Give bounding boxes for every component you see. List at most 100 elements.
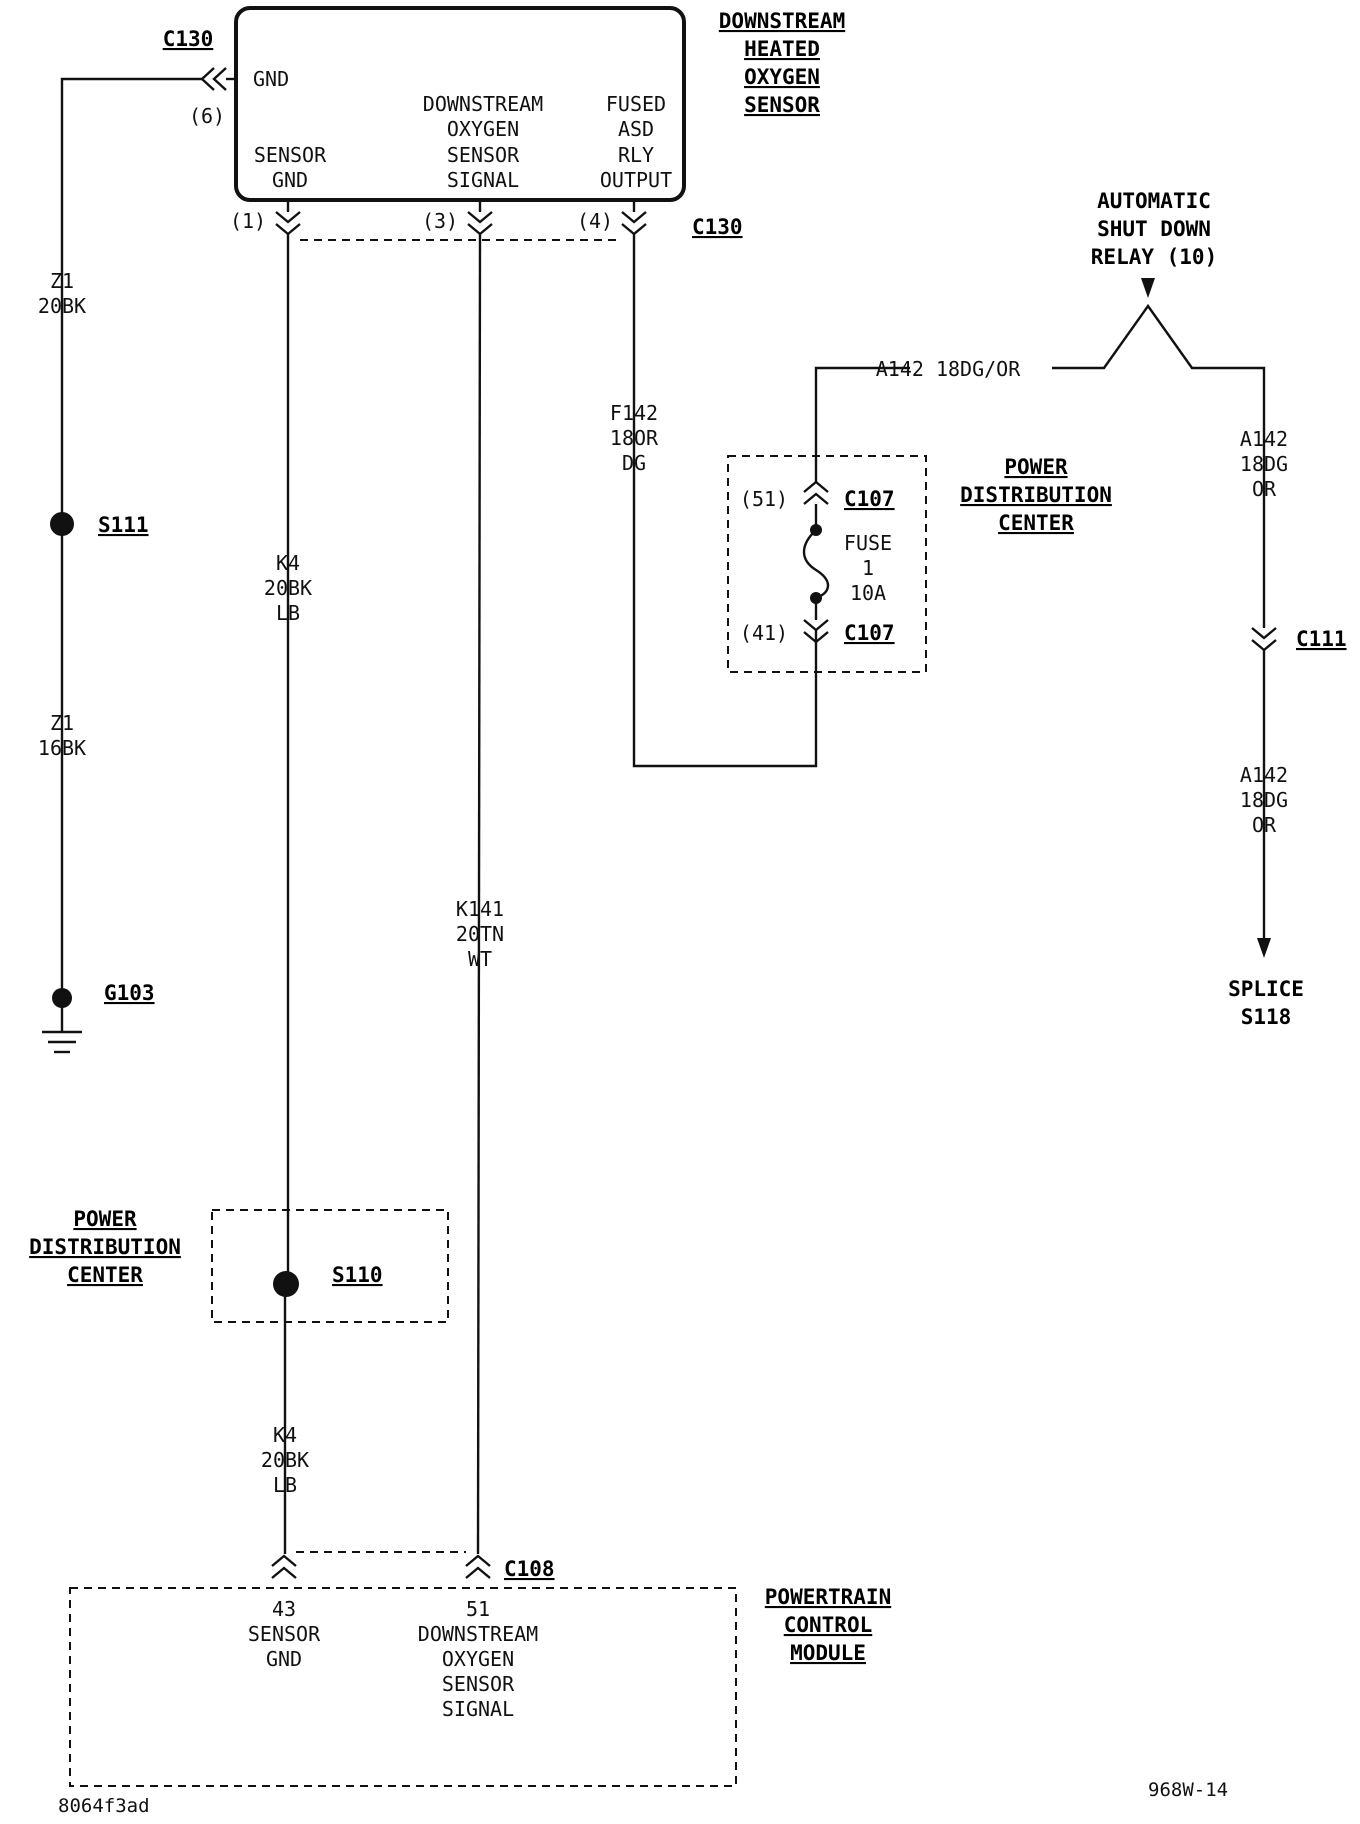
svg-text:FUSE: FUSE — [844, 531, 892, 555]
pdc-top-title: POWER DISTRIBUTION CENTER — [960, 455, 1112, 535]
c107-top-label: C107 — [844, 487, 895, 511]
f142-label: F142 18OR DG — [610, 401, 659, 475]
pcm-title: POWERTRAIN CONTROL MODULE — [765, 1585, 891, 1665]
relay-arrow — [1141, 278, 1155, 298]
svg-text:18DG: 18DG — [1240, 452, 1288, 476]
svg-text:A142: A142 — [1240, 427, 1288, 451]
svg-text:1: 1 — [862, 556, 874, 580]
fuse-element — [802, 529, 830, 600]
c130-pin4-connector — [621, 200, 647, 236]
pin41-label: (41) — [740, 621, 788, 645]
c111-connector — [1251, 627, 1277, 652]
s110-label: S110 — [332, 1263, 383, 1287]
k4-bottom-label: K4 20BK LB — [261, 1423, 309, 1497]
a142-top-label: A142 18DG/OR — [876, 357, 1021, 381]
svg-text:CENTER: CENTER — [67, 1263, 143, 1287]
c107-bottom-label: C107 — [844, 621, 895, 645]
svg-text:CENTER: CENTER — [998, 511, 1074, 535]
svg-text:POWER: POWER — [73, 1207, 137, 1231]
sensor-pin-labels: GND SENSOR GND DOWNSTREAM OXYGEN SENSOR … — [253, 67, 672, 192]
pdc-bottom-title: POWER DISTRIBUTION CENTER — [29, 1207, 181, 1287]
c107-pin51-connector — [803, 480, 829, 528]
splice-s118-label: SPLICE S118 — [1228, 977, 1304, 1029]
c108-label: C108 — [504, 1557, 555, 1581]
sensor-box — [234, 6, 686, 202]
pin6-label: (6) — [189, 104, 225, 128]
sensor-fused-label-4: OUTPUT — [600, 168, 672, 192]
svg-text:Z1: Z1 — [50, 269, 74, 293]
c108-pin51-connector — [465, 1554, 491, 1579]
svg-text:LB: LB — [276, 601, 300, 625]
sensor-fused-label-1: FUSED — [606, 92, 666, 116]
c107-pin41-connector — [803, 598, 829, 644]
svg-text:CONTROL: CONTROL — [784, 1613, 873, 1637]
sensor-gnd-pin-label: GND — [253, 67, 289, 91]
asd-relay-title: AUTOMATIC SHUT DOWN RELAY (10) — [1091, 189, 1217, 269]
c130-pin6-connector — [200, 67, 236, 91]
c130-right-label: C130 — [692, 215, 743, 239]
svg-text:DG: DG — [622, 451, 646, 475]
svg-text:18DG: 18DG — [1240, 788, 1288, 812]
ground-icon — [42, 1008, 82, 1054]
svg-text:K4: K4 — [273, 1423, 297, 1447]
svg-text:POWER: POWER — [1004, 455, 1068, 479]
svg-text:10A: 10A — [850, 581, 886, 605]
svg-text:43: 43 — [272, 1597, 296, 1621]
svg-text:20BK: 20BK — [38, 294, 86, 318]
svg-text:18OR: 18OR — [610, 426, 659, 450]
pin3-label: (3) — [422, 209, 458, 233]
svg-text:20BK: 20BK — [261, 1448, 309, 1472]
svg-text:51: 51 — [466, 1597, 490, 1621]
pdc-bottom-box — [211, 1209, 449, 1323]
z1-bottom-label: Z1 16BK — [38, 711, 86, 760]
sensor-title-1: DOWNSTREAM — [719, 9, 845, 33]
g103-dot — [52, 988, 72, 1008]
k4-top-label: K4 20BK LB — [264, 551, 312, 625]
sensor-title-2: HEATED — [744, 37, 820, 61]
svg-text:POWERTRAIN: POWERTRAIN — [765, 1585, 891, 1609]
svg-text:OR: OR — [1252, 813, 1277, 837]
svg-text:20TN: 20TN — [456, 922, 504, 946]
f142-wire — [632, 234, 818, 768]
a142-top-wire-left — [814, 366, 910, 482]
svg-text:A142: A142 — [1240, 763, 1288, 787]
svg-text:OR: OR — [1252, 477, 1277, 501]
a142-right2-label: A142 18DG OR — [1240, 763, 1288, 837]
sensor-title-3: OXYGEN — [744, 65, 820, 89]
c130-top-label: C130 — [163, 27, 214, 51]
footer-right: 968W-14 — [1148, 1779, 1228, 1801]
sensor-fused-label-2: ASD — [618, 117, 654, 141]
svg-text:SENSOR: SENSOR — [442, 1672, 515, 1696]
sensor-signal-label-3: SENSOR — [447, 143, 520, 167]
svg-text:WT: WT — [468, 947, 492, 971]
sensor-fused-label-3: RLY — [618, 143, 654, 167]
s111-label: S111 — [98, 513, 149, 537]
svg-text:SIGNAL: SIGNAL — [442, 1697, 514, 1721]
fuse-label: FUSE 1 10A — [844, 531, 892, 605]
pin51-label: (51) — [740, 487, 788, 511]
sensor-title: DOWNSTREAM HEATED OXYGEN SENSOR — [719, 9, 845, 117]
sensor-signal-label-4: SIGNAL — [447, 168, 519, 192]
pcm-pin43-label: 43 SENSOR GND — [248, 1597, 321, 1671]
c130-pin3-connector — [467, 200, 493, 236]
g103-label: G103 — [104, 981, 155, 1005]
z1-top-label: Z1 20BK — [38, 269, 86, 318]
svg-text:DISTRIBUTION: DISTRIBUTION — [960, 483, 1112, 507]
k141-wire — [476, 233, 482, 1555]
c130-pin1-connector — [275, 200, 301, 236]
sensor-sensor-gnd-label-2: GND — [272, 168, 308, 192]
pcm-pin51-label: 51 DOWNSTREAM OXYGEN SENSOR SIGNAL — [418, 1597, 538, 1721]
svg-text:DOWNSTREAM: DOWNSTREAM — [418, 1622, 538, 1646]
svg-text:SHUT DOWN: SHUT DOWN — [1097, 217, 1211, 241]
z1-ground-wire — [60, 77, 202, 1008]
svg-text:AUTOMATIC: AUTOMATIC — [1097, 189, 1211, 213]
pin4-label: (4) — [577, 209, 613, 233]
a142-right1-label: A142 18DG OR — [1240, 427, 1288, 501]
svg-text:RELAY (10): RELAY (10) — [1091, 245, 1217, 269]
svg-text:S118: S118 — [1241, 1005, 1292, 1029]
svg-text:DISTRIBUTION: DISTRIBUTION — [29, 1235, 181, 1259]
sensor-signal-label-1: DOWNSTREAM — [423, 92, 543, 116]
svg-text:F142: F142 — [610, 401, 658, 425]
svg-text:K141: K141 — [456, 897, 504, 921]
